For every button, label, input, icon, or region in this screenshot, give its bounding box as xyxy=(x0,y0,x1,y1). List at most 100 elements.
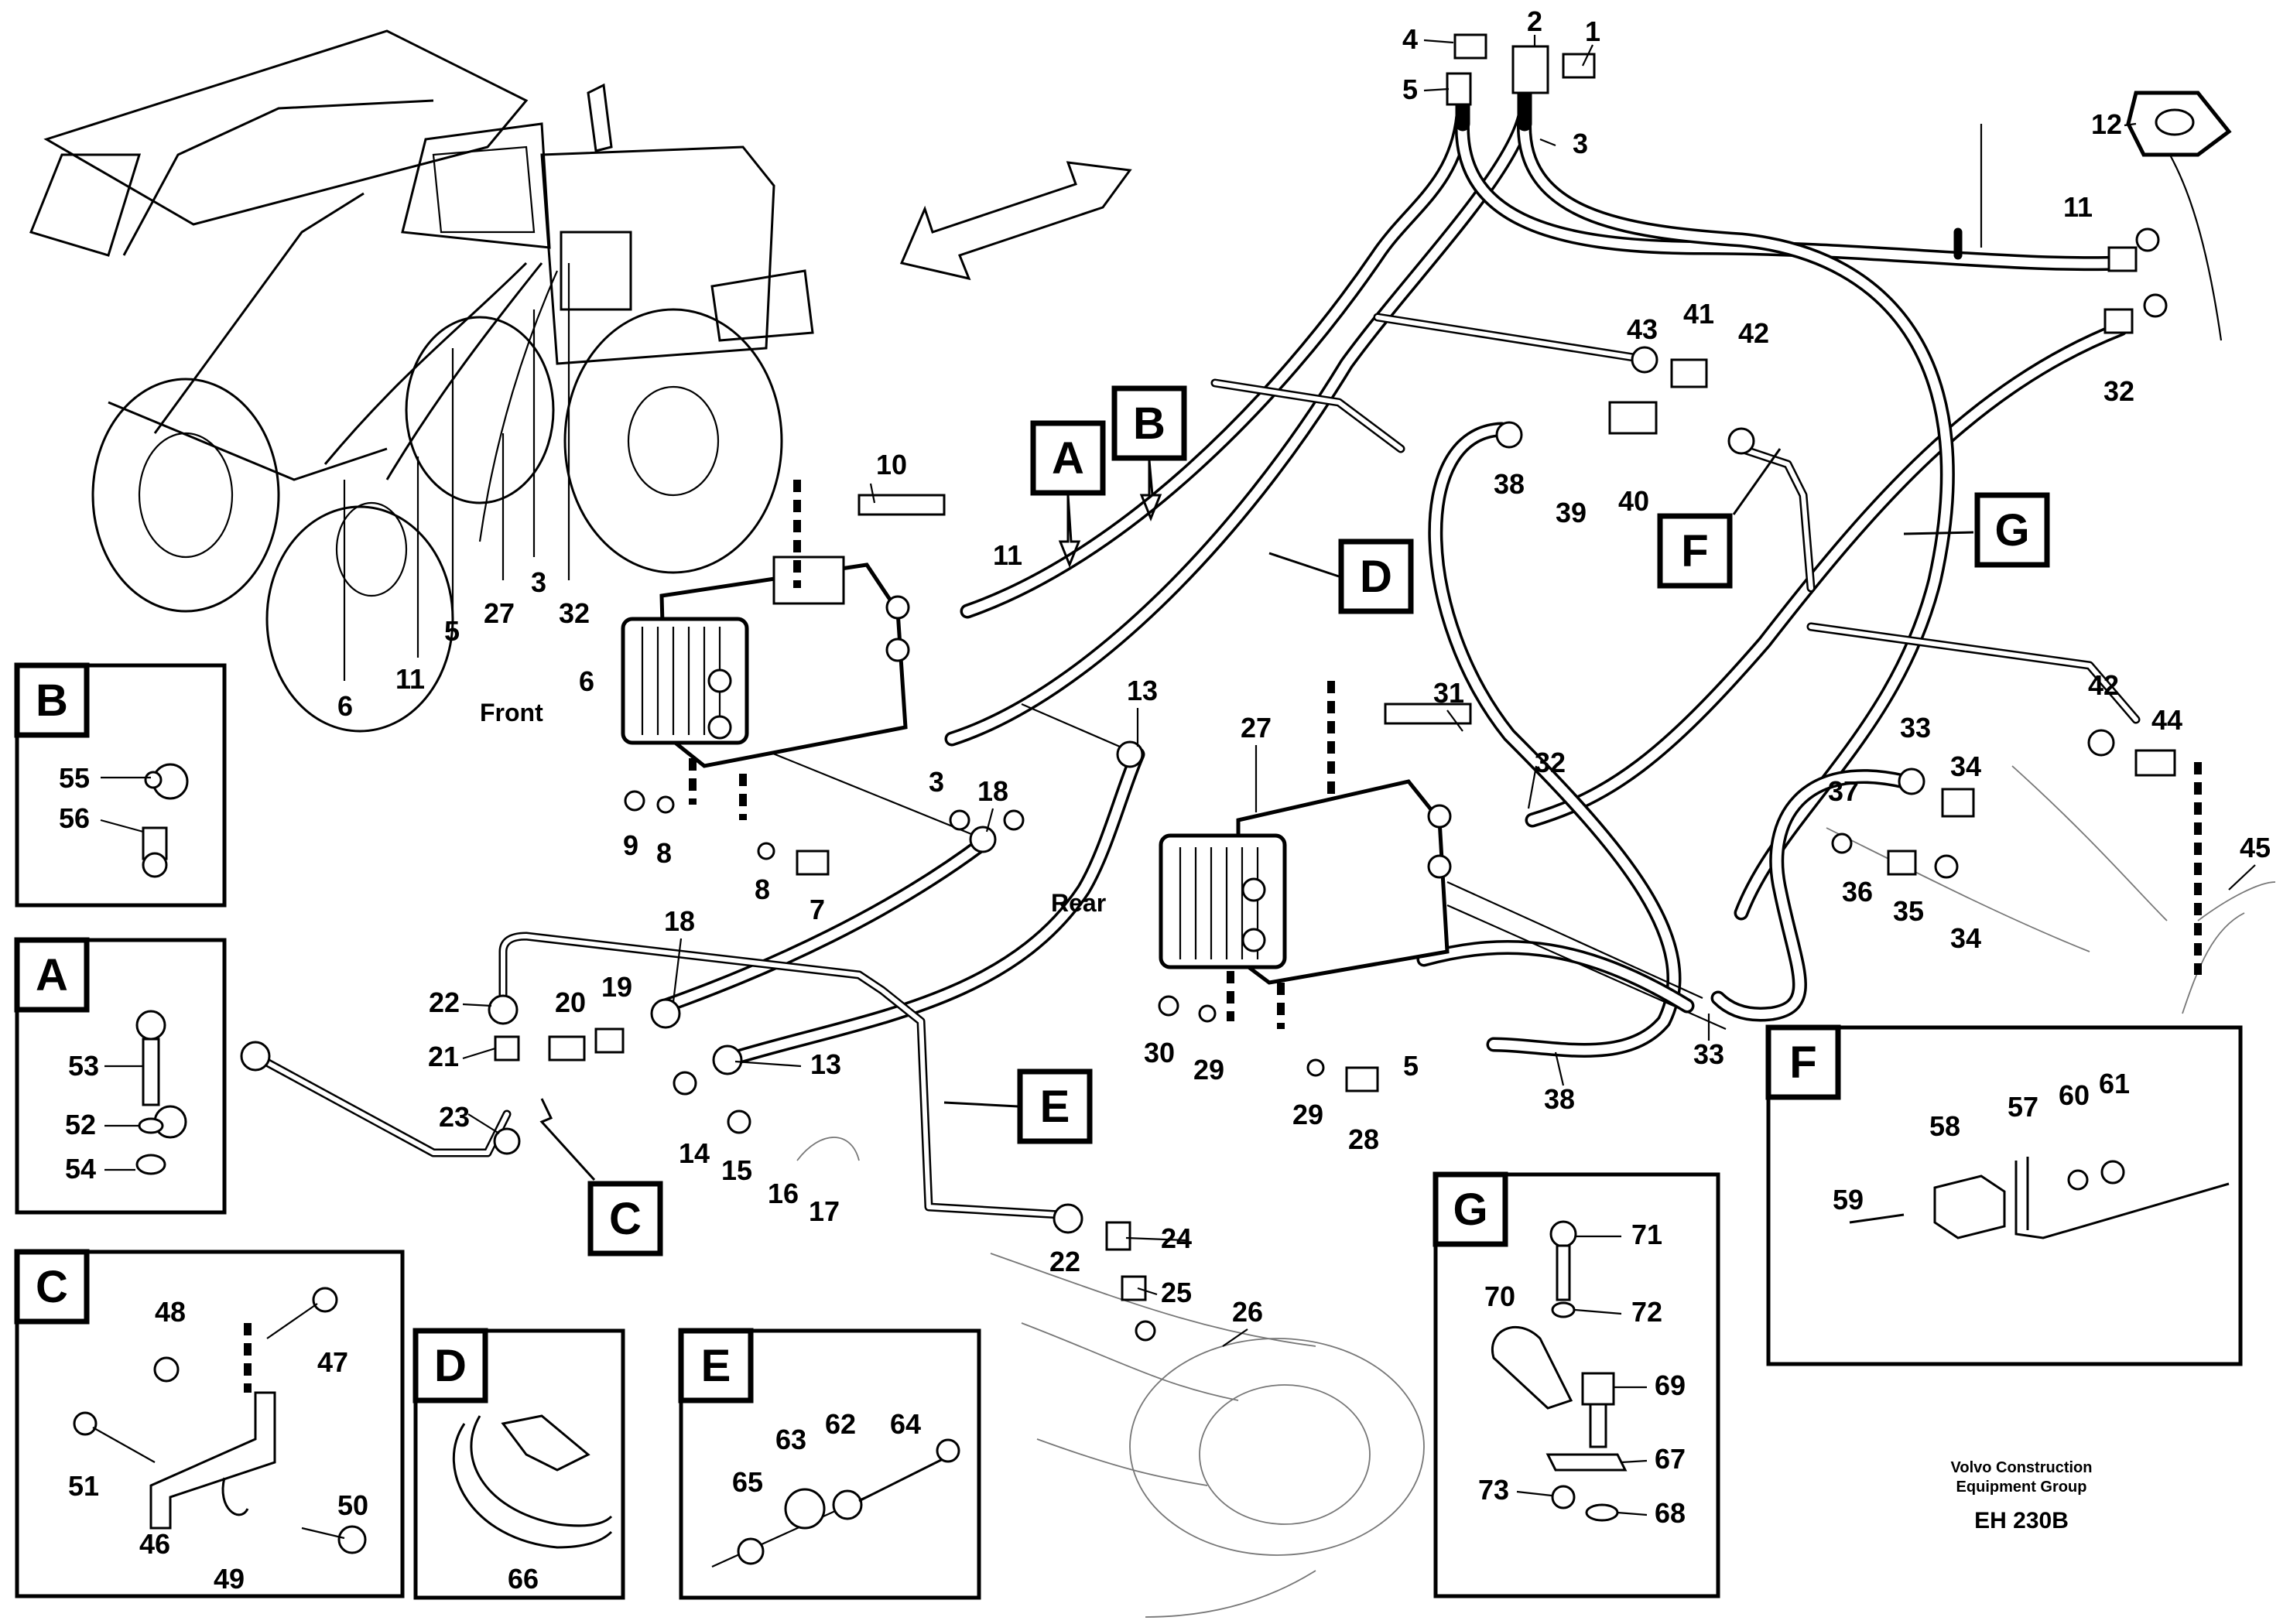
svg-text:7: 7 xyxy=(810,894,825,925)
svg-text:35: 35 xyxy=(1893,895,1924,927)
svg-text:E: E xyxy=(701,1341,731,1391)
callout-leaders xyxy=(462,35,2256,1516)
svg-text:72: 72 xyxy=(1631,1296,1662,1328)
svg-text:8: 8 xyxy=(755,874,770,905)
svg-text:58: 58 xyxy=(1929,1110,1960,1142)
svg-text:51: 51 xyxy=(68,1470,99,1502)
oil-cooler-front xyxy=(621,480,910,820)
svg-text:12: 12 xyxy=(2091,108,2122,140)
svg-text:71: 71 xyxy=(1631,1219,1662,1250)
view-label-F: F xyxy=(1657,448,1782,589)
svg-text:62: 62 xyxy=(825,1408,856,1440)
svg-text:68: 68 xyxy=(1655,1497,1686,1529)
direction-arrow xyxy=(899,161,1132,281)
svg-text:33: 33 xyxy=(1900,712,1931,744)
svg-text:A: A xyxy=(1052,433,1084,484)
svg-text:39: 39 xyxy=(1556,497,1587,528)
svg-text:54: 54 xyxy=(65,1153,96,1185)
wheel-loader-overview xyxy=(29,29,814,733)
svg-text:32: 32 xyxy=(2103,375,2134,407)
svg-text:63: 63 xyxy=(775,1424,806,1455)
svg-text:45: 45 xyxy=(2240,832,2271,863)
svg-text:60: 60 xyxy=(2059,1079,2090,1111)
svg-text:22: 22 xyxy=(429,986,460,1018)
svg-text:44: 44 xyxy=(2151,704,2182,736)
svg-text:C: C xyxy=(36,1262,68,1312)
svg-text:E: E xyxy=(1040,1082,1070,1132)
connection-lines xyxy=(727,108,2276,1031)
svg-text:14: 14 xyxy=(679,1137,710,1169)
rear-label: Rear xyxy=(1051,889,1106,917)
svg-text:22: 22 xyxy=(1049,1246,1080,1277)
svg-text:5: 5 xyxy=(444,615,460,647)
svg-text:2: 2 xyxy=(1527,5,1542,37)
svg-text:52: 52 xyxy=(65,1109,96,1140)
svg-text:36: 36 xyxy=(1842,876,1873,908)
svg-text:F: F xyxy=(1789,1038,1816,1088)
detail-panel-B: B xyxy=(14,662,227,908)
pipe-17 xyxy=(796,1137,860,1161)
svg-text:53: 53 xyxy=(68,1050,99,1082)
svg-text:55: 55 xyxy=(59,762,90,794)
svg-text:18: 18 xyxy=(977,775,1008,807)
svg-text:47: 47 xyxy=(317,1346,348,1378)
callout-labels: 6 11 5 27 3 32 1 2 4 5 3 12 11 32 43 41 … xyxy=(59,5,2271,1595)
detail-panel-D: D xyxy=(412,1328,625,1600)
view-label-B: B xyxy=(1111,385,1187,522)
svg-text:28: 28 xyxy=(1348,1123,1379,1155)
svg-text:10: 10 xyxy=(876,449,907,480)
flange-12 xyxy=(2126,91,2232,157)
oil-cooler-rear xyxy=(1159,681,1452,1029)
hose-network xyxy=(658,85,2128,1068)
top-fittings xyxy=(240,33,2202,1342)
svg-text:33: 33 xyxy=(1693,1038,1724,1070)
svg-text:6: 6 xyxy=(579,665,594,697)
detail-panel-C: C xyxy=(14,1249,405,1598)
svg-text:24: 24 xyxy=(1161,1222,1192,1254)
svg-text:4: 4 xyxy=(1402,23,1418,55)
svg-text:5: 5 xyxy=(1403,1050,1419,1082)
svg-text:43: 43 xyxy=(1627,313,1658,345)
svg-text:38: 38 xyxy=(1544,1083,1575,1115)
svg-text:G: G xyxy=(1453,1185,1487,1235)
rigid-pipes xyxy=(251,227,2141,1219)
svg-text:3: 3 xyxy=(531,566,546,598)
svg-text:61: 61 xyxy=(2099,1068,2130,1099)
svg-text:13: 13 xyxy=(1127,675,1158,706)
svg-text:B: B xyxy=(1133,398,1166,449)
svg-text:56: 56 xyxy=(59,802,90,834)
svg-text:41: 41 xyxy=(1683,298,1714,330)
detail-panel-G: G xyxy=(1433,1171,1720,1598)
svg-text:42: 42 xyxy=(2088,669,2119,701)
svg-text:73: 73 xyxy=(1478,1474,1509,1506)
svg-text:29: 29 xyxy=(1292,1099,1323,1130)
footer: Volvo Construction Equipment Group EH 23… xyxy=(1951,1459,2093,1533)
svg-text:37: 37 xyxy=(1828,775,1859,807)
svg-text:50: 50 xyxy=(337,1489,368,1521)
front-label: Front xyxy=(480,699,543,727)
svg-text:49: 49 xyxy=(214,1563,245,1595)
svg-text:D: D xyxy=(1360,552,1392,602)
detail-panel-F: F xyxy=(1765,1024,2243,1366)
svg-text:66: 66 xyxy=(508,1563,539,1595)
svg-text:A: A xyxy=(36,950,68,1000)
svg-text:13: 13 xyxy=(810,1048,841,1080)
svg-text:11: 11 xyxy=(993,539,1022,571)
svg-text:69: 69 xyxy=(1655,1369,1686,1401)
svg-text:46: 46 xyxy=(139,1528,170,1560)
svg-text:Volvo Construction: Volvo Construction xyxy=(1951,1459,2093,1476)
svg-text:34: 34 xyxy=(1950,750,1981,782)
svg-text:16: 16 xyxy=(768,1178,799,1209)
svg-text:D: D xyxy=(434,1341,467,1391)
view-label-D: D xyxy=(1268,538,1414,614)
detail-panel-E: E xyxy=(678,1328,981,1600)
svg-text:21: 21 xyxy=(428,1041,459,1072)
svg-text:30: 30 xyxy=(1144,1037,1175,1068)
svg-text:8: 8 xyxy=(656,837,672,869)
svg-text:EH 230B: EH 230B xyxy=(1974,1508,2069,1533)
svg-text:34: 34 xyxy=(1950,922,1981,954)
svg-text:6: 6 xyxy=(337,690,353,722)
svg-text:48: 48 xyxy=(155,1296,186,1328)
svg-text:26: 26 xyxy=(1232,1296,1263,1328)
